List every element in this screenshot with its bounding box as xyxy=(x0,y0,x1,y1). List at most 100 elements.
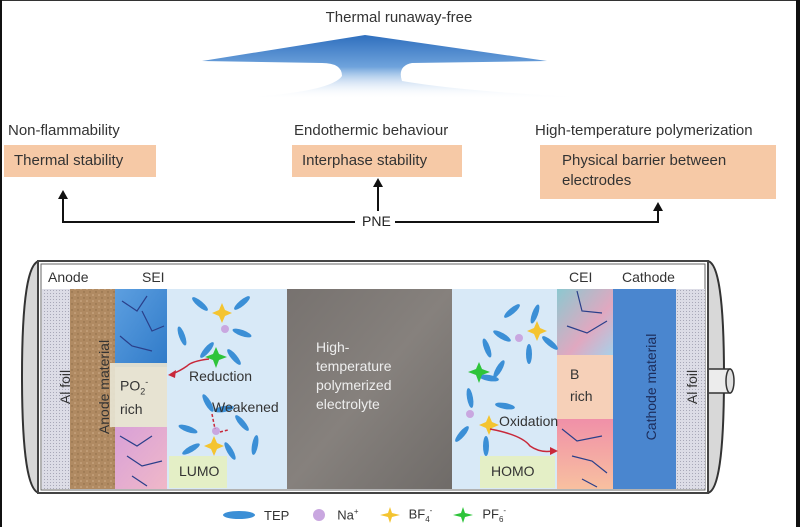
arrowhead-left xyxy=(58,190,68,199)
legend-na-text: Na xyxy=(337,507,354,523)
weakened-arrow xyxy=(211,413,229,433)
tep-molecule xyxy=(192,297,208,311)
lumo-box xyxy=(169,456,227,488)
b-text: B xyxy=(570,366,580,382)
bf4-star xyxy=(527,321,547,341)
legend-tep: TEP xyxy=(264,507,290,523)
polymer-electrolyte-label: High- temperature polymerized electrolyt… xyxy=(316,338,391,414)
tep-molecule xyxy=(493,330,511,342)
na-legend-icon xyxy=(313,509,326,521)
pf6-star xyxy=(468,362,490,383)
polymer-line4: electrolyte xyxy=(316,396,380,412)
heading-high-temperature-polymerization: High-temperature polymerization xyxy=(535,122,753,139)
tep-molecule xyxy=(234,296,250,310)
tep-molecule xyxy=(214,405,234,413)
bf4-star xyxy=(479,415,499,435)
po2-superscript: - xyxy=(145,377,149,387)
homo-box xyxy=(480,456,555,488)
battery-cell xyxy=(20,259,735,495)
legend: TEP Na+ BF4- PF6- xyxy=(222,505,506,525)
legend-bf4-sup: - xyxy=(429,506,433,516)
legend-na-sup: + xyxy=(353,507,359,517)
legend-na: Na+ xyxy=(337,507,358,522)
tep-molecule xyxy=(202,394,214,412)
tep-molecule xyxy=(178,424,198,434)
sei-cracks xyxy=(119,295,165,487)
na-ion xyxy=(466,410,474,418)
tep-molecules-right xyxy=(455,304,558,456)
oxidation-arrow xyxy=(489,428,553,453)
electrolyte-left xyxy=(167,289,287,489)
tep-molecule xyxy=(493,360,505,378)
legend-pf6-sub: 6 xyxy=(498,514,504,524)
cei-header: CEI xyxy=(569,269,593,285)
title-thermal-runaway-free: Thermal runaway-free xyxy=(325,9,473,26)
oxidation-label: Oxidation xyxy=(499,413,559,429)
bf4-legend-icon xyxy=(379,507,400,523)
bf4-star xyxy=(212,303,232,323)
cei-middle-layer xyxy=(557,355,613,419)
tep-molecule xyxy=(232,328,252,338)
arrowhead-right xyxy=(653,202,663,211)
tep-legend-icon xyxy=(223,511,255,519)
cei-cracks xyxy=(561,290,608,488)
arrow-shape xyxy=(162,35,622,99)
legend-pf6-sup: - xyxy=(503,506,507,516)
na-ion xyxy=(515,334,523,342)
po2-text: PO xyxy=(120,377,141,394)
bf4-anions xyxy=(204,303,547,456)
cei-bottom-layer xyxy=(557,419,613,489)
tep-molecule xyxy=(182,443,200,455)
legend-pf6: PF6- xyxy=(482,506,506,524)
tep-molecule xyxy=(504,304,520,318)
reduction-label: Reduction xyxy=(189,368,253,384)
box-physical-barrier: Physical barrier between electrodes xyxy=(540,145,776,199)
tep-molecule xyxy=(455,426,469,442)
pne-label: PNE xyxy=(360,213,393,229)
anode-material-label: Anode material xyxy=(96,339,112,435)
sei-bottom-layer xyxy=(115,427,167,489)
anode-header: Anode xyxy=(48,269,89,285)
box-physical-barrier-line1: Physical barrier between xyxy=(562,152,727,169)
tep-molecule xyxy=(177,326,187,346)
tep-molecule xyxy=(495,402,515,410)
terminal-tab-end xyxy=(725,368,735,394)
tep-molecule xyxy=(235,415,249,431)
legend-pf6-text: PF xyxy=(482,506,499,522)
sei-middle-layer xyxy=(110,363,174,427)
weakened-label: Weakened xyxy=(212,399,279,415)
al-foil-right-label: Al foil xyxy=(684,369,700,405)
tep-molecule xyxy=(542,336,558,350)
pf6-legend-icon xyxy=(453,507,474,523)
b-rich-text: rich xyxy=(570,388,593,404)
po2-rich-label: PO2- rich xyxy=(120,373,148,418)
pf6-star xyxy=(205,347,227,368)
heading-non-flammability: Non-flammability xyxy=(8,122,120,139)
po2-subscript: 2 xyxy=(140,386,146,397)
box-interphase-stability: Interphase stability xyxy=(292,145,462,177)
casing-left-cap xyxy=(20,259,41,495)
b-rich-label: B rich xyxy=(570,363,593,407)
pne-connector xyxy=(58,178,663,223)
tep-molecule xyxy=(483,436,489,456)
pf6-anions xyxy=(205,347,490,383)
box-physical-barrier-line2: electrodes xyxy=(562,172,632,189)
lumo-label: LUMO xyxy=(179,463,220,479)
tep-molecule xyxy=(530,304,540,324)
al-foil-left-label: Al foil xyxy=(57,369,73,405)
sei-header: SEI xyxy=(142,269,165,285)
legend-bf4-sub: 4 xyxy=(425,514,430,524)
na-ion xyxy=(212,427,220,435)
tep-molecule xyxy=(526,344,532,364)
reduction-arrowhead xyxy=(168,370,176,378)
tep-molecule xyxy=(251,435,259,455)
anode-material-layer xyxy=(70,289,115,489)
tep-molecule xyxy=(224,442,236,460)
cathode-material-label: Cathode material xyxy=(643,333,659,441)
legend-bf4: BF4- xyxy=(409,506,433,524)
tep-molecule xyxy=(466,388,474,408)
tep-molecule xyxy=(479,374,499,382)
tep-molecule xyxy=(482,338,492,358)
tep-molecule xyxy=(200,342,214,358)
